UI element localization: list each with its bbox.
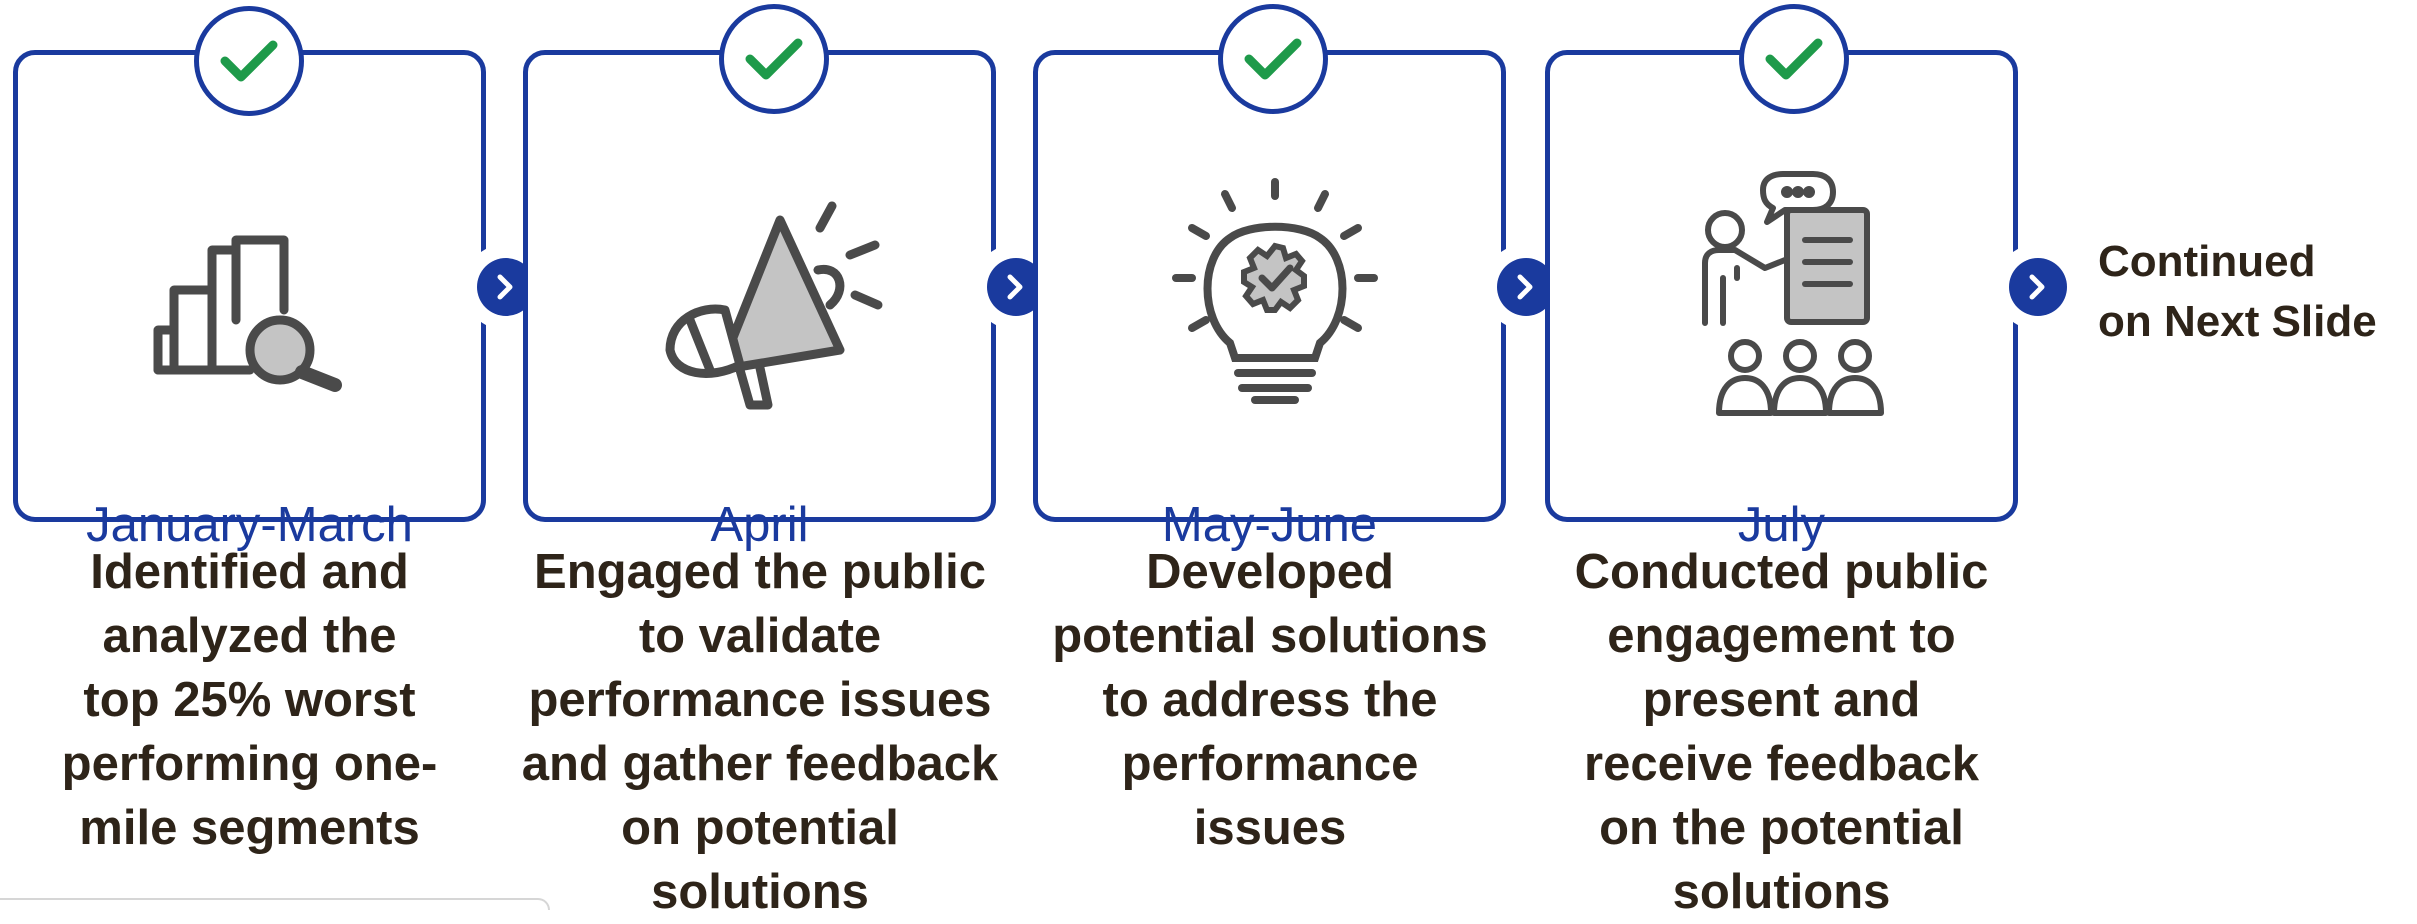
description-line: solutions <box>651 865 869 919</box>
lightbulb-gear-icon <box>1172 178 1378 404</box>
step-description: Engaged the public to validate performan… <box>500 540 1020 924</box>
description-line: engagement to <box>1607 609 1956 663</box>
step-period: May-June <box>1161 498 1378 552</box>
description-line: receive feedback <box>1584 737 1979 791</box>
divider <box>0 898 550 910</box>
continued-note: Continued on Next Slide <box>2098 232 2377 352</box>
description-line: potential solutions <box>1052 609 1488 663</box>
chevron-right-icon <box>1007 274 1023 300</box>
check-badge <box>1218 4 1328 114</box>
description-line: Identified and <box>90 545 409 599</box>
chevron-right-icon <box>497 274 513 300</box>
checkmark-icon <box>220 40 278 82</box>
presentation-audience-icon <box>1702 171 1884 416</box>
description-line: to address the <box>1102 673 1438 727</box>
step-description: Conducted public engagement to present a… <box>1545 540 2018 924</box>
description-line: solutions <box>1672 865 1891 919</box>
description-line: and gather feedback <box>521 737 999 791</box>
step-description: Identified and analyzed the top 25% wors… <box>13 540 486 860</box>
step-description: Developed potential solutions to address… <box>1030 540 1510 860</box>
check-badge <box>1739 4 1849 114</box>
description-line: on the potential <box>1599 801 1964 855</box>
description-line: Developed <box>1146 545 1394 599</box>
description-line: performance issues <box>528 673 992 727</box>
step-card-july: July <box>1545 50 2018 552</box>
next-arrow <box>1995 244 2081 330</box>
description-line: issues <box>1193 801 1347 855</box>
megaphone-icon <box>665 201 883 410</box>
description-line: present and <box>1642 673 1921 727</box>
description-line: to validate <box>638 609 882 663</box>
description-line: Engaged the public <box>534 545 986 599</box>
description-line: performing one- <box>61 737 438 791</box>
step-period: April <box>710 498 809 552</box>
step-period: January-March <box>86 498 413 552</box>
checkmark-icon <box>1765 38 1823 80</box>
step-period: July <box>1737 498 1826 552</box>
continued-line: Continued <box>2098 237 2316 286</box>
check-badge <box>194 6 304 116</box>
step-card-jan-mar: January-March <box>13 50 486 552</box>
bar-chart-magnifier-icon <box>153 235 342 392</box>
description-line: performance <box>1121 737 1419 791</box>
check-badge <box>719 4 829 114</box>
description-line: on potential <box>621 801 899 855</box>
checkmark-icon <box>1244 38 1302 80</box>
checkmark-icon <box>745 38 803 80</box>
description-line: mile segments <box>79 801 420 855</box>
description-line: top 25% worst <box>83 673 416 727</box>
chevron-right-icon <box>1517 274 1533 300</box>
continued-line: on Next Slide <box>2098 297 2377 346</box>
description-line: Conducted public <box>1574 545 1989 599</box>
chevron-right-icon <box>2029 274 2045 300</box>
description-line: analyzed the <box>102 609 397 663</box>
